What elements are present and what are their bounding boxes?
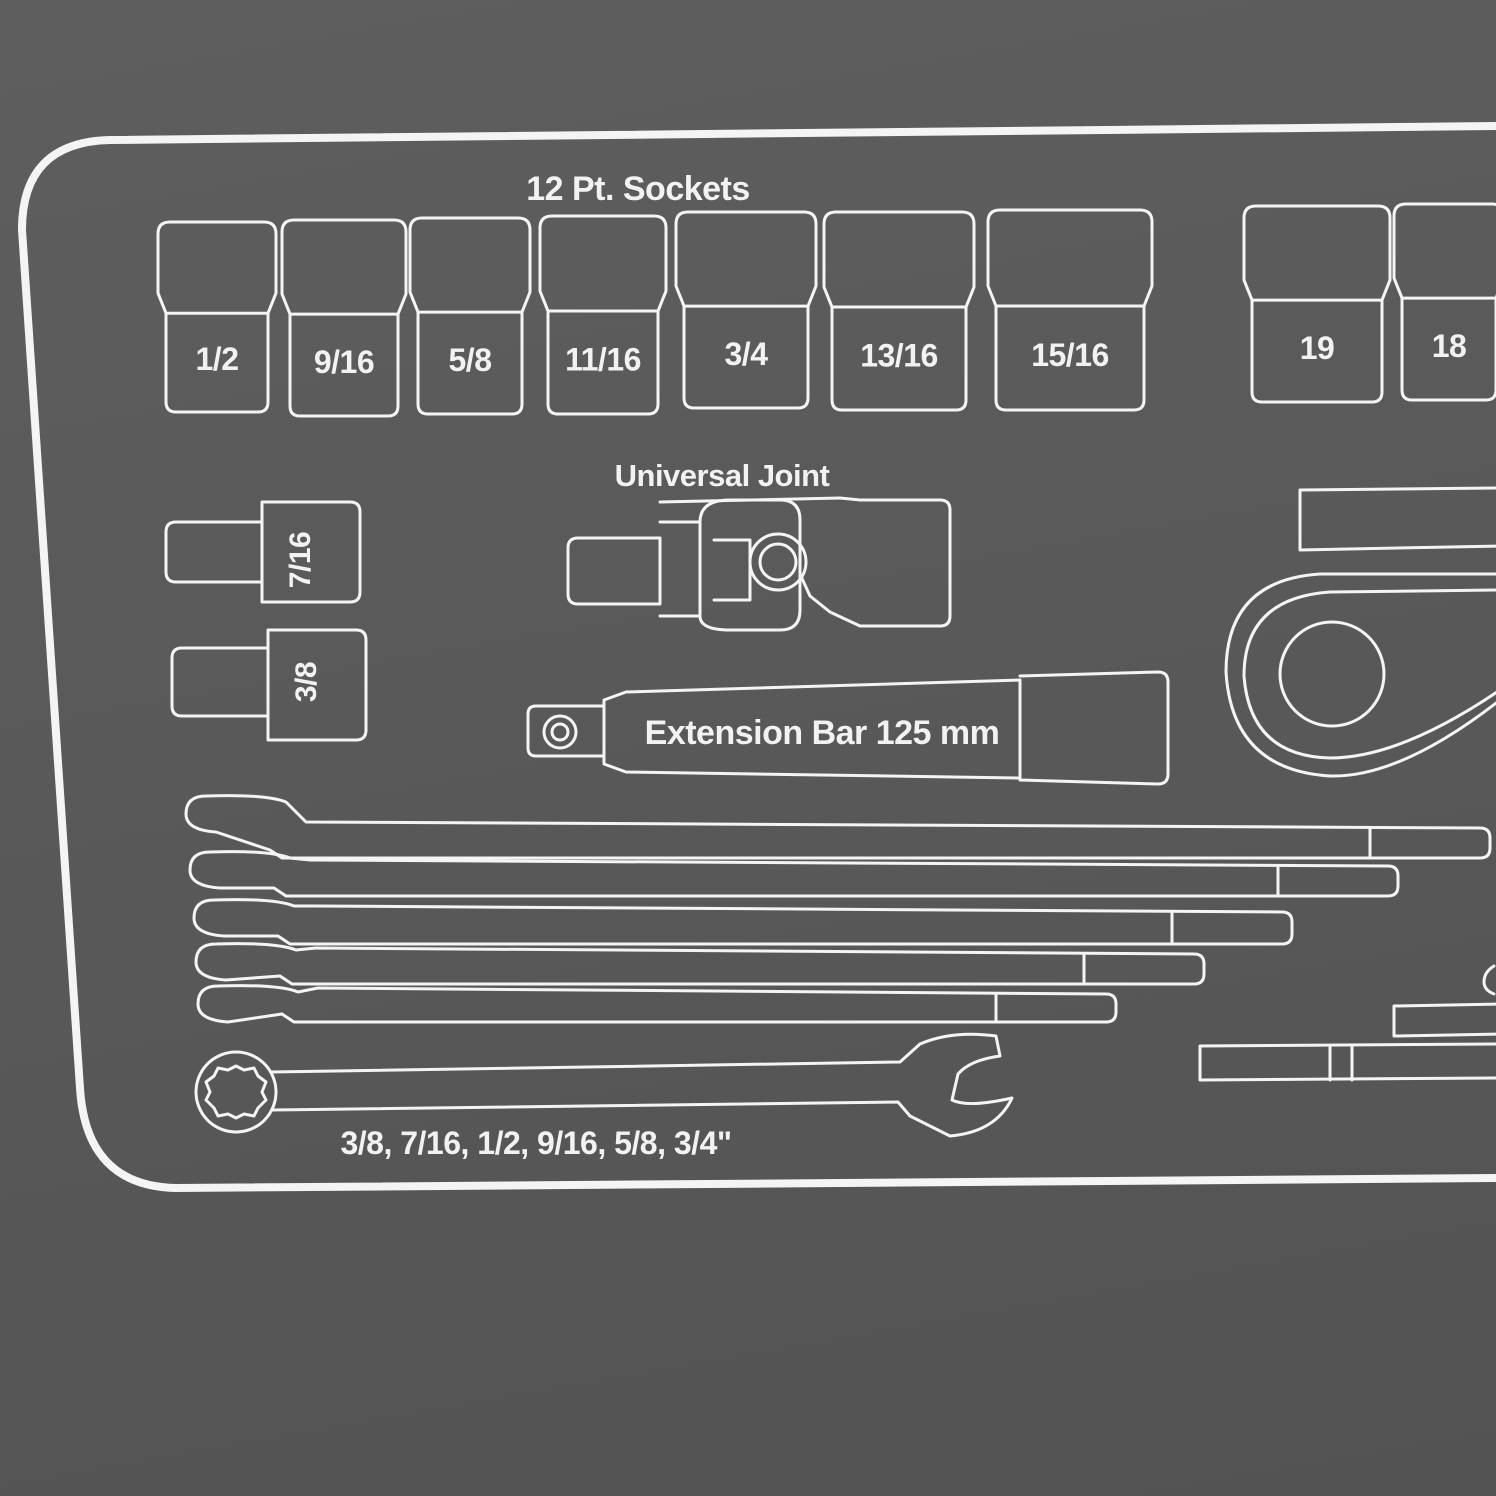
socket-label: 1/2: [196, 341, 239, 377]
combination-wrench: 3/8, 7/16, 1/2, 9/16, 5/8, 3/4": [194, 1032, 1014, 1161]
universal-joint: Universal Joint: [566, 458, 952, 632]
socket-label: 11/16: [565, 341, 641, 377]
sockets-group: 1/2 9/16 5/8 11/16 3/4 13/16 15/16 19 18: [156, 202, 1496, 418]
tray-frame: [17, 122, 1496, 1193]
socket-label: 13/16: [860, 337, 938, 373]
adapters-group: 7/16 3/8: [164, 500, 368, 742]
socket-label: 15/16: [1031, 337, 1109, 373]
wrench-sizes-label: 3/8, 7/16, 1/2, 9/16, 5/8, 3/4": [340, 1125, 731, 1161]
adapter-7-16: 7/16: [164, 500, 362, 604]
socket-9-16: 9/16: [280, 218, 408, 418]
socket-1-2: 1/2: [156, 220, 278, 414]
wrench-slot-3: [192, 898, 1294, 946]
wrench-slot-1: [184, 794, 1492, 860]
socket-15-16: 15/16: [986, 208, 1154, 412]
adapter-label-3-8: 3/8: [290, 662, 323, 702]
wrench-slot-2: [188, 850, 1400, 898]
socket-label: 9/16: [314, 344, 374, 380]
socket-label: 5/8: [449, 342, 492, 378]
socket-18: 18: [1392, 202, 1496, 402]
sockets-title: 12 Pt. Sockets: [526, 170, 750, 208]
wrench-strips: [184, 794, 1492, 1024]
adapter-3-8: 3/8: [170, 628, 368, 742]
socket-13-16: 13/16: [822, 210, 976, 412]
right-tools: [1198, 964, 1496, 1082]
socket-label: 19: [1300, 330, 1335, 366]
socket-3-4: 3/4: [674, 210, 818, 410]
socket-label: 3/4: [725, 336, 769, 372]
wrench-slot-5: [196, 984, 1118, 1024]
socket-5-8: 5/8: [408, 216, 532, 416]
extension-bar-label: Extension Bar 125 mm: [645, 714, 1000, 752]
socket-label: 18: [1432, 328, 1467, 364]
wrench-slot-4: [194, 942, 1206, 986]
universal-joint-label: Universal Joint: [615, 458, 830, 493]
socket-11-16: 11/16: [538, 214, 668, 416]
ratchet: [1224, 486, 1496, 778]
extension-bar: Extension Bar 125 mm: [526, 670, 1170, 786]
socket-19: 19: [1242, 204, 1392, 404]
adapter-label-7-16: 7/16: [284, 532, 317, 588]
